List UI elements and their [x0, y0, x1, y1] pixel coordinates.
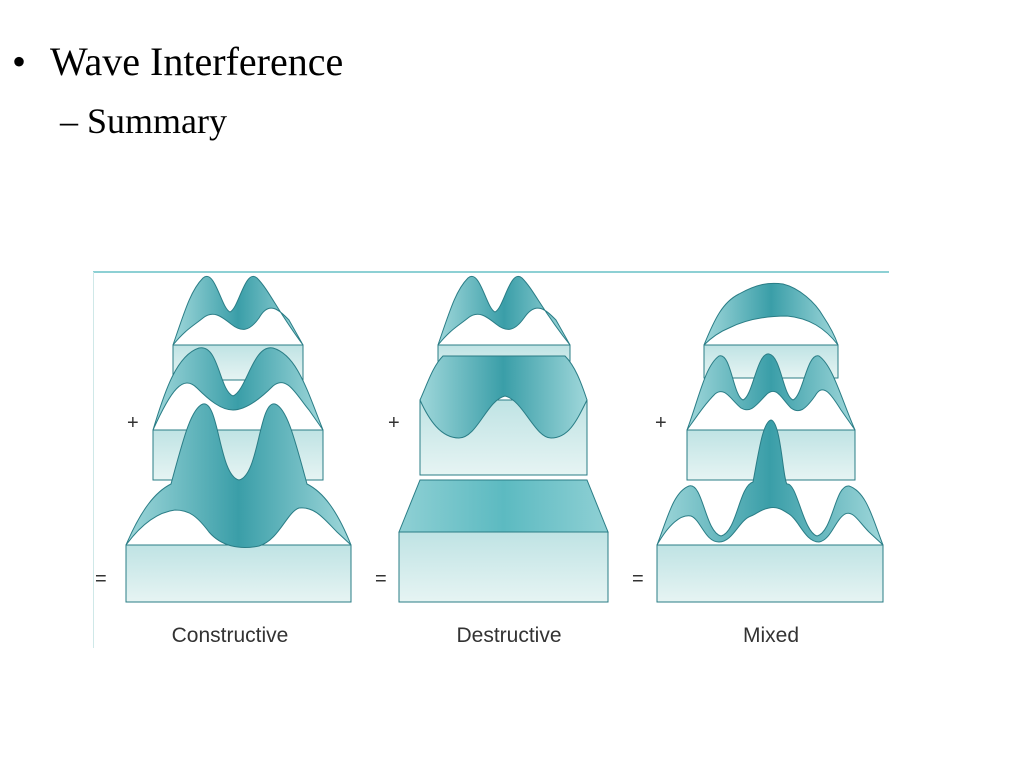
- mixed-equals-icon: =: [632, 568, 644, 590]
- mixed-plus-icon: +: [655, 412, 667, 434]
- figure-svg: + = Constructive: [93, 271, 889, 648]
- constructive-panel: + = Constructive: [95, 275, 352, 647]
- mixed-panel: + = Mixed: [632, 282, 884, 647]
- slide-subtitle: – Summary: [60, 101, 227, 141]
- constructive-equals-icon: =: [95, 568, 107, 590]
- bullet-icon: •: [12, 39, 27, 84]
- destructive-wave-sum: [398, 479, 609, 603]
- destructive-wave-2: [419, 355, 588, 476]
- mixed-caption: Mixed: [743, 624, 799, 647]
- constructive-caption: Constructive: [172, 624, 289, 647]
- mixed-wave-sum: [656, 419, 884, 603]
- wave-interference-figure: + = Constructive: [93, 270, 889, 650]
- destructive-panel: + = Destructive: [375, 275, 609, 647]
- mixed-wave-1: [703, 282, 839, 379]
- destructive-equals-icon: =: [375, 568, 387, 590]
- constructive-wave-sum: [125, 403, 352, 603]
- title-text: Wave Interference: [50, 39, 344, 84]
- destructive-caption: Destructive: [456, 624, 561, 647]
- destructive-plus-icon: +: [388, 412, 400, 434]
- slide-title: • Wave Interference: [12, 38, 343, 85]
- constructive-plus-icon: +: [127, 412, 139, 434]
